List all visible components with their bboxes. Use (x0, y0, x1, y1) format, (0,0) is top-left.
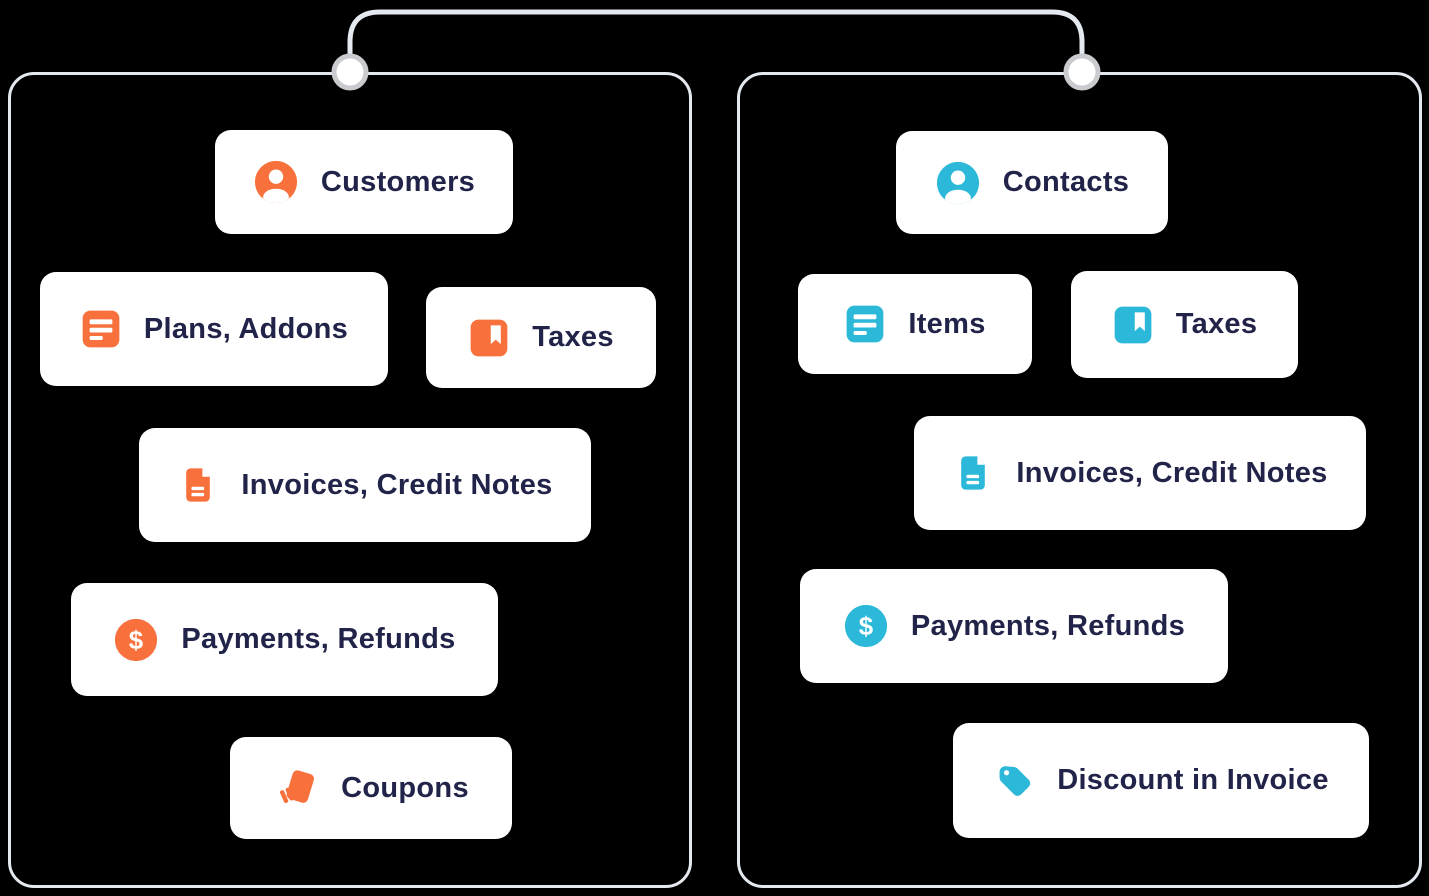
card-label: Taxes (532, 321, 614, 353)
bookmark-icon (1112, 304, 1154, 346)
card-plans-addons: Plans, Addons (40, 272, 388, 386)
card-label: Plans, Addons (143, 312, 349, 345)
tag-icon (993, 760, 1035, 802)
card-label: Invoices, Credit Notes (241, 468, 553, 501)
document-icon (177, 464, 219, 506)
card-label: Payments, Refunds (910, 609, 1186, 642)
person-icon (935, 160, 981, 206)
document-icon (952, 452, 994, 494)
card-label: Discount in Invoice (1057, 764, 1329, 796)
card-customers: Customers (215, 130, 513, 234)
card-label: Items (908, 307, 986, 340)
card-invoices-credit-notes-right: Invoices, Credit Notes (914, 416, 1366, 530)
card-items: Items (798, 274, 1032, 374)
dollar-icon: $ (113, 617, 159, 663)
card-payments-refunds-right: $ Payments, Refunds (800, 569, 1228, 683)
list-icon (844, 303, 886, 345)
coupons-icon (273, 765, 319, 811)
person-icon (253, 159, 299, 205)
dollar-icon: $ (843, 603, 889, 649)
card-label: Contacts (1002, 166, 1130, 198)
svg-text:$: $ (129, 627, 144, 655)
card-label: Coupons (341, 771, 469, 804)
card-invoices-credit-notes-left: Invoices, Credit Notes (139, 428, 591, 542)
card-coupons: Coupons (230, 737, 512, 839)
svg-text:$: $ (859, 613, 874, 641)
bookmark-icon (468, 317, 510, 359)
card-label: Payments, Refunds (181, 623, 456, 655)
card-discount-in-invoice: Discount in Invoice (953, 723, 1369, 838)
card-label: Customers (320, 165, 476, 198)
card-label: Invoices, Credit Notes (1016, 456, 1328, 489)
card-taxes-left: Taxes (426, 287, 656, 388)
card-contacts: Contacts (896, 131, 1168, 234)
card-payments-refunds-left: $ Payments, Refunds (71, 583, 498, 696)
card-taxes-right: Taxes (1071, 271, 1298, 378)
connector-wire (347, 9, 1085, 72)
card-label: Taxes (1175, 308, 1258, 340)
list-icon (80, 308, 122, 350)
